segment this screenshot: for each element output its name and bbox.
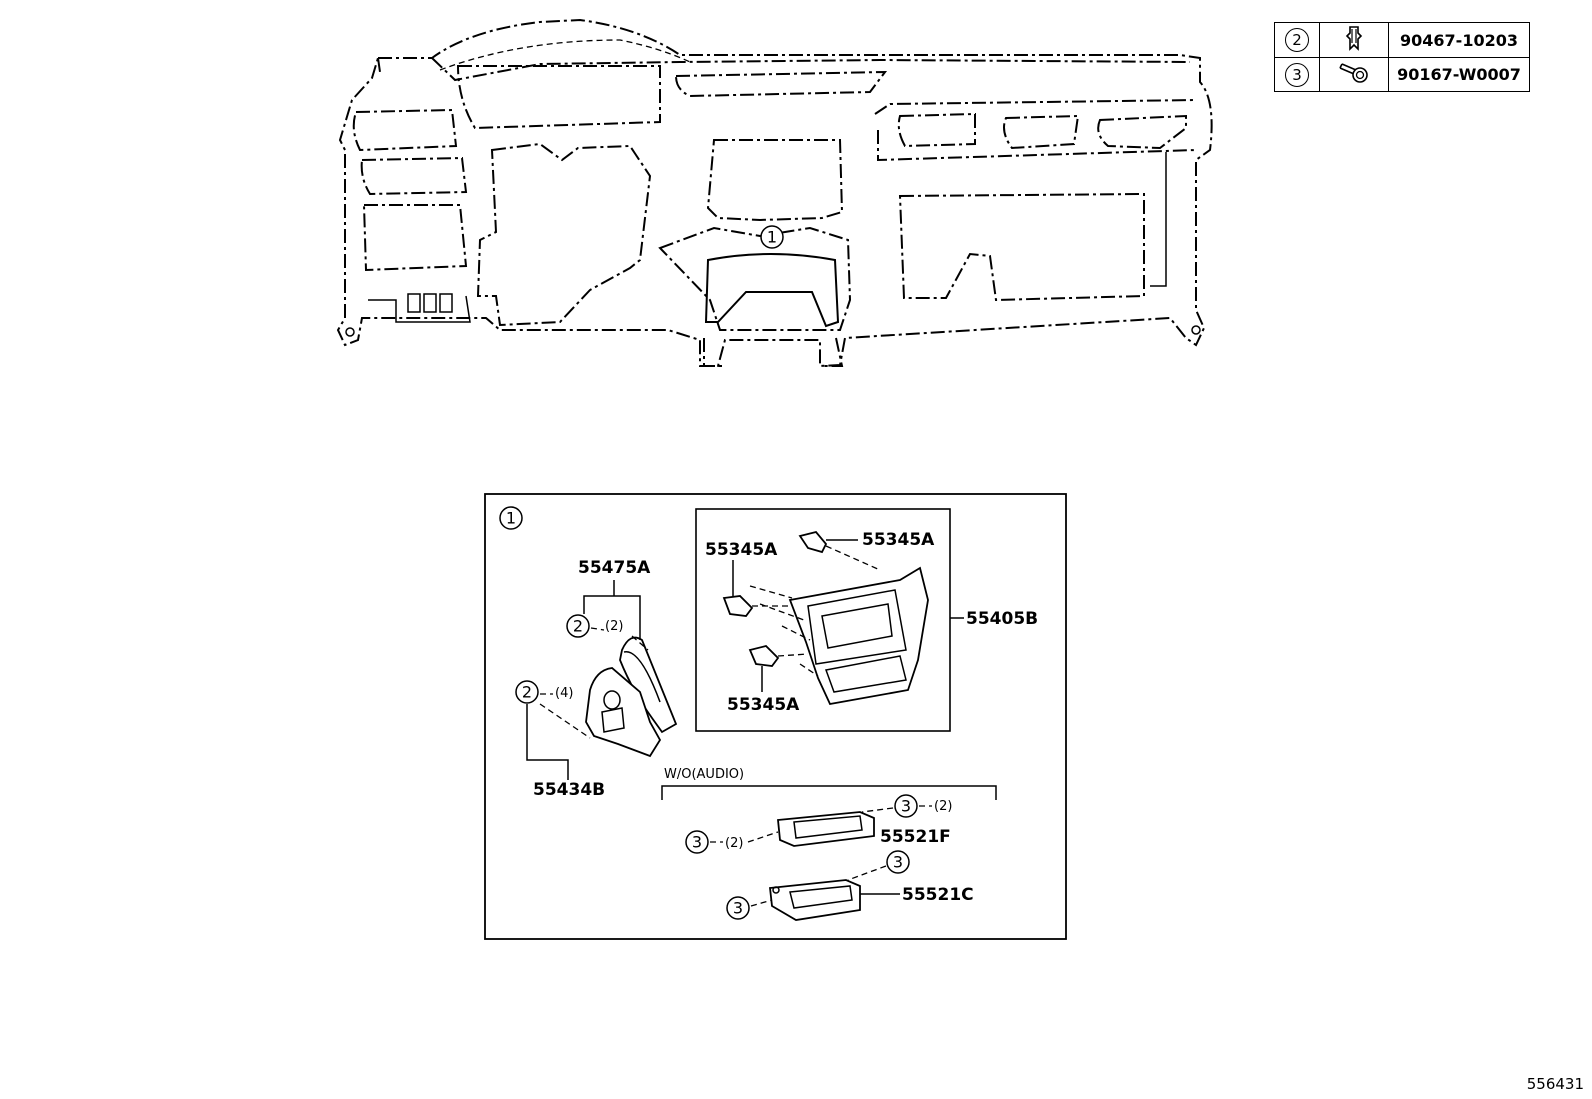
part-label-55405B: 55405B [966,609,1038,629]
bolt-icon [1319,57,1389,92]
fastener-callout-2a: 2 (2) [566,614,649,651]
svg-text:3: 3 [692,833,702,852]
clip-icon [1319,22,1389,58]
detail-box-ref-circle: 1 [499,506,523,530]
detail-box-frame [484,493,1067,940]
clip-55345A-mid [722,595,790,617]
fastener-callout-3d: 3 [726,896,773,920]
bezel-subassembly-frame [695,508,951,732]
svg-text:1: 1 [506,509,516,528]
legend-row: 2 90467-10203 [1274,22,1530,58]
part-label-55434B: 55434B [533,780,605,800]
legend-part-number: 90167-W0007 [1388,57,1530,92]
fastener-legend-table: 2 90467-10203 3 90167-W0007 [1274,22,1530,92]
cover-55475A [619,636,678,734]
svg-text:1: 1 [767,228,777,247]
svg-text:3: 3 [893,853,903,872]
clip-55345A-low [748,645,809,667]
legend-row: 3 90167-W0007 [1274,57,1530,92]
fastener-callout-3b: 3 (2) [685,830,779,854]
dashboard-callout-1: 1 [760,225,784,249]
variant-label: W/O(AUDIO) [664,767,744,782]
pocket-55521F [777,811,875,847]
legend-part-number: 90467-10203 [1388,22,1530,58]
diagram-id: 556431 [1526,1075,1584,1093]
fastener-callout-3c: 3 [847,850,910,881]
pocket-55521C [769,879,861,921]
svg-text:2: 2 [573,617,583,636]
leader-55475A [583,580,641,640]
svg-text:(2): (2) [605,619,623,634]
fastener-callout-2b: 2 (4) [515,680,591,739]
dashboard-outline [336,18,1213,368]
variant-bracket [661,785,997,800]
svg-text:(4): (4) [555,686,573,701]
part-label-55475A: 55475A [578,558,651,578]
svg-text:3: 3 [901,797,911,816]
part-label-55345A-top: 55345A [862,530,935,550]
svg-text:(2): (2) [934,799,952,814]
clip-55345A-top [798,530,881,571]
part-label-55345A-low: 55345A [727,695,800,715]
part-label-55521C: 55521C [902,885,974,905]
legend-ref-circle: 3 [1285,62,1309,87]
part-label-55521F: 55521F [880,827,951,847]
fastener-callout-3a: 3 (2) [861,794,952,818]
svg-text:2: 2 [522,683,532,702]
part-label-55345A-mid: 55345A [705,540,778,560]
svg-text:3: 3 [733,899,743,918]
legend-ref-circle: 2 [1285,28,1309,52]
leader-55434B [526,704,569,780]
switch-panel-55434B [585,667,662,758]
svg-text:(2): (2) [725,836,743,851]
center-bezel-55405B [749,566,929,706]
